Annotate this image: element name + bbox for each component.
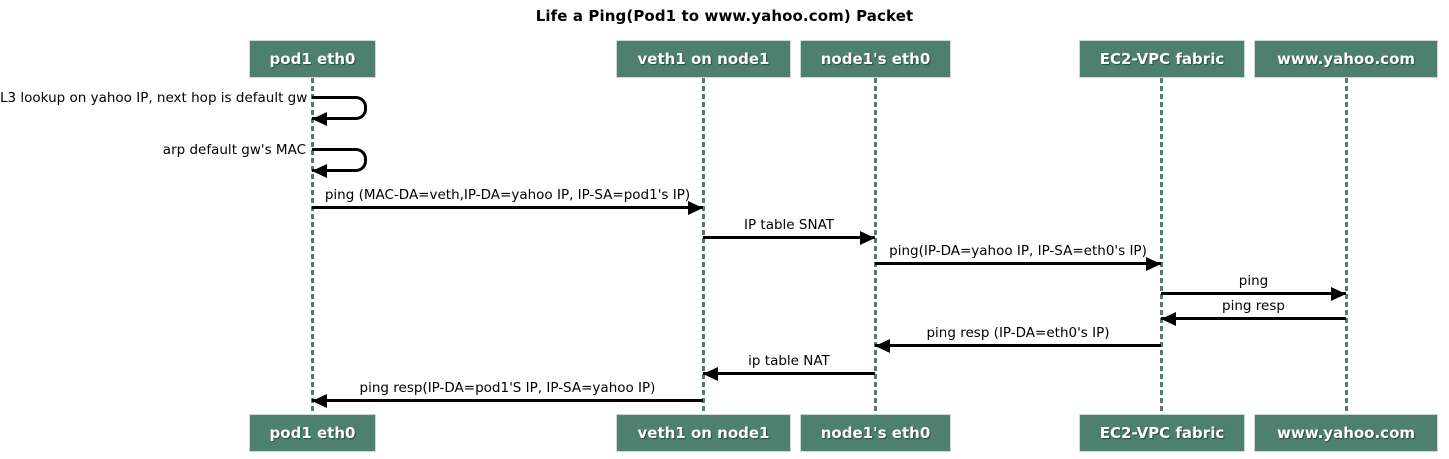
actor-box-bottom-pod1[interactable]: pod1 eth0 bbox=[249, 414, 376, 452]
actor-label: EC2-VPC fabric bbox=[1099, 50, 1225, 68]
actor-label: veth1 on node1 bbox=[637, 50, 770, 68]
actor-label: node1's eth0 bbox=[820, 424, 931, 442]
lifeline-pod1 bbox=[311, 78, 314, 414]
message-line-3 bbox=[875, 262, 1161, 265]
message-line-8 bbox=[312, 399, 703, 402]
page-title: Life a Ping(Pod1 to www.yahoo.com) Packe… bbox=[535, 7, 914, 25]
arrow-head-right-2 bbox=[860, 230, 875, 245]
message-label-2: IP table SNAT bbox=[744, 217, 834, 233]
arrow-head-left-7 bbox=[703, 366, 718, 381]
arrow-head-left-5 bbox=[1161, 311, 1176, 326]
lifeline-vpc bbox=[1160, 78, 1163, 414]
self-message-loop-2 bbox=[312, 148, 367, 172]
message-line-5 bbox=[1161, 317, 1346, 320]
message-label-4: ping bbox=[1238, 273, 1269, 289]
actor-label: node1's eth0 bbox=[820, 50, 931, 68]
arrow-head-right-1 bbox=[688, 200, 703, 215]
message-label-5: ping resp bbox=[1222, 298, 1285, 314]
actor-box-top-pod1[interactable]: pod1 eth0 bbox=[249, 40, 376, 78]
message-label-3: ping(IP-DA=yahoo IP, IP-SA=eth0's IP) bbox=[889, 243, 1147, 259]
lifeline-eth0 bbox=[874, 78, 877, 414]
actor-box-top-veth1[interactable]: veth1 on node1 bbox=[616, 40, 791, 78]
self-message-label-1: L3 lookup on yahoo IP, next hop is defau… bbox=[0, 90, 308, 106]
actor-label: www.yahoo.com bbox=[1276, 424, 1416, 442]
actor-label: pod1 eth0 bbox=[269, 424, 356, 442]
actor-label: www.yahoo.com bbox=[1276, 50, 1416, 68]
actor-box-bottom-veth1[interactable]: veth1 on node1 bbox=[616, 414, 791, 452]
self-message-loop-1 bbox=[312, 96, 367, 120]
self-message-label-2: arp default gw's MAC bbox=[162, 142, 306, 158]
arrow-head-left-8 bbox=[312, 393, 327, 408]
actor-box-top-vpc[interactable]: EC2-VPC fabric bbox=[1079, 40, 1245, 78]
arrow-head-left-6 bbox=[875, 338, 890, 353]
actor-label: veth1 on node1 bbox=[637, 424, 770, 442]
actor-box-bottom-eth0[interactable]: node1's eth0 bbox=[800, 414, 951, 452]
actor-label: EC2-VPC fabric bbox=[1099, 424, 1225, 442]
message-line-1 bbox=[312, 206, 703, 209]
arrow-head-right-3 bbox=[1146, 256, 1161, 271]
self-arrow-head-1 bbox=[312, 111, 327, 126]
message-label-1: ping (MAC-DA=veth,IP-DA=yahoo IP, IP-SA=… bbox=[324, 187, 691, 203]
actor-box-bottom-yahoo[interactable]: www.yahoo.com bbox=[1254, 414, 1438, 452]
message-label-6: ping resp (IP-DA=eth0's IP) bbox=[926, 325, 1110, 341]
actor-box-top-eth0[interactable]: node1's eth0 bbox=[800, 40, 951, 78]
actor-box-top-yahoo[interactable]: www.yahoo.com bbox=[1254, 40, 1438, 78]
message-line-6 bbox=[875, 344, 1161, 347]
message-line-7 bbox=[703, 372, 875, 375]
arrow-head-right-4 bbox=[1331, 286, 1346, 301]
self-arrow-head-2 bbox=[312, 163, 327, 178]
lifeline-veth1 bbox=[702, 78, 705, 414]
message-label-7: ip table NAT bbox=[748, 353, 830, 369]
actor-box-bottom-vpc[interactable]: EC2-VPC fabric bbox=[1079, 414, 1245, 452]
message-label-8: ping resp(IP-DA=pod1'S IP, IP-SA=yahoo I… bbox=[359, 380, 656, 396]
actor-label: pod1 eth0 bbox=[269, 50, 356, 68]
message-line-4 bbox=[1161, 292, 1346, 295]
message-line-2 bbox=[703, 236, 875, 239]
lifeline-yahoo bbox=[1345, 78, 1348, 414]
